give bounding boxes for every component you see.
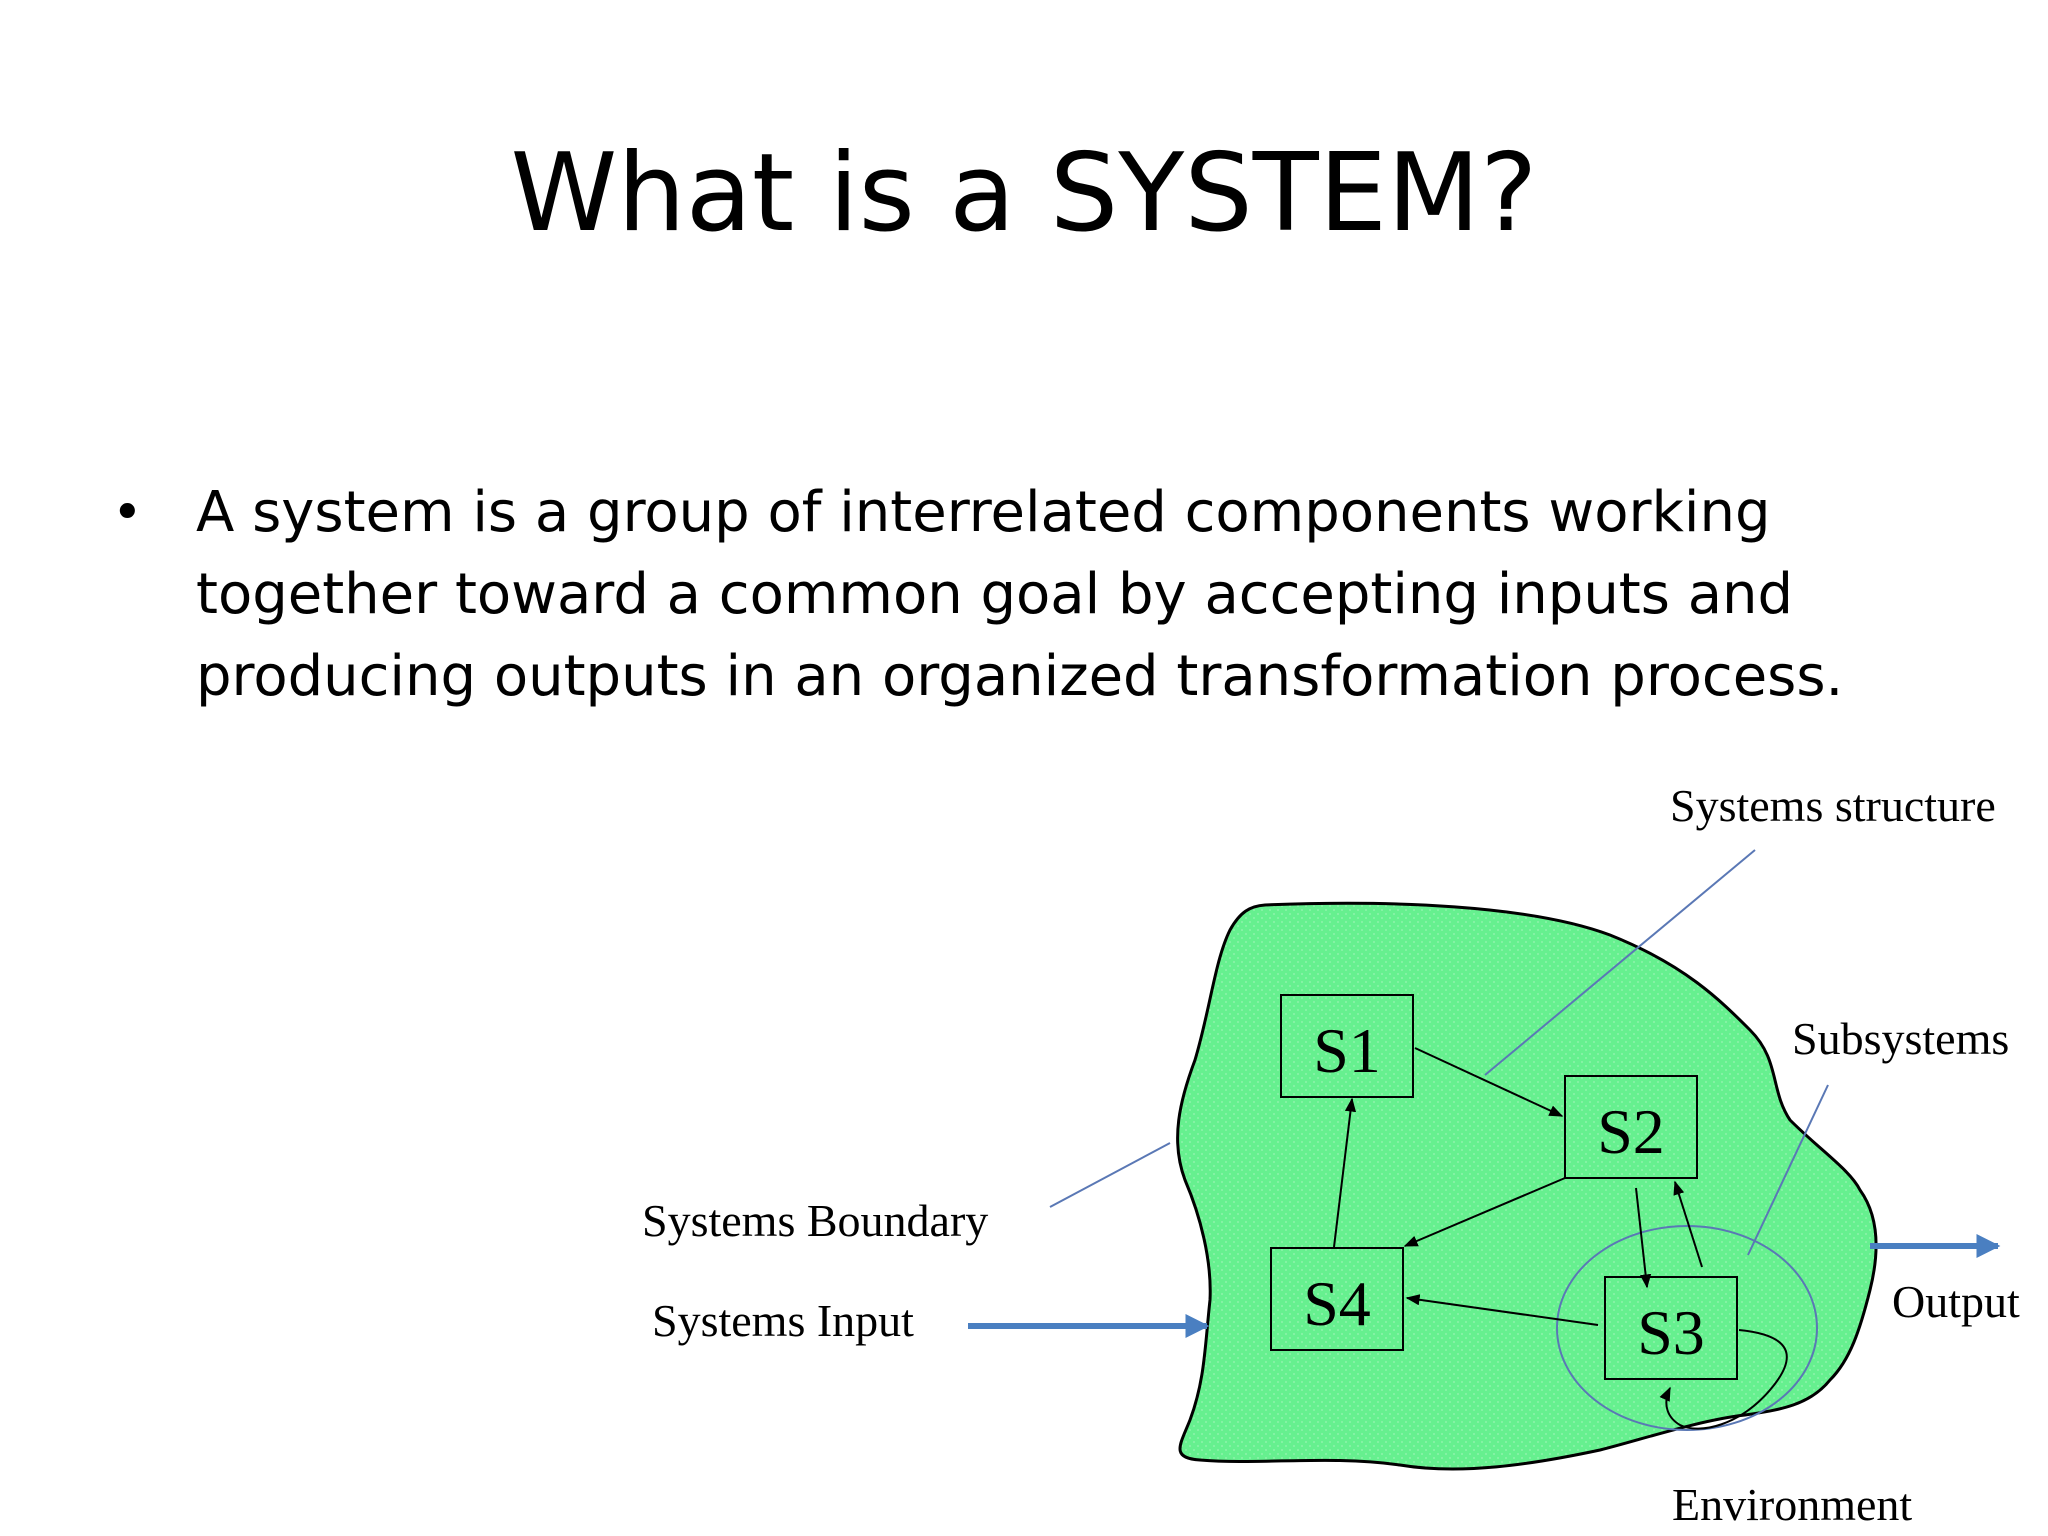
- subsystem-ellipse: [1556, 1225, 1818, 1431]
- system-boundary-shape: [1176, 901, 1878, 1471]
- bullet-line-1: A system is a group of interrelated comp…: [196, 480, 1771, 545]
- subsystems-callout-line: [1747, 1084, 1829, 1256]
- box-s1: S1: [1280, 994, 1414, 1098]
- box-s2: S2: [1564, 1075, 1698, 1179]
- bullet-text: A system is a group of interrelated comp…: [196, 472, 1896, 718]
- structure-callout-line: [1484, 849, 1756, 1076]
- arrow-s4-to-s1: [1333, 1097, 1357, 1248]
- box-s4-label: S4: [1303, 1268, 1371, 1339]
- bullet-line-3: producing outputs in an organized transf…: [196, 644, 1844, 709]
- systems-structure-label: Systems structure: [1670, 780, 1996, 831]
- box-s3: S3: [1604, 1276, 1738, 1380]
- box-s4: S4: [1270, 1247, 1404, 1351]
- systems-boundary-label: Systems Boundary: [642, 1195, 988, 1246]
- systems-input-label: Systems Input: [652, 1295, 914, 1346]
- arrow-s2-to-s3: [1635, 1187, 1652, 1289]
- bullet-item: • A system is a group of interrelated co…: [112, 472, 1912, 718]
- arrow-s1-to-s2: [1414, 1047, 1564, 1117]
- bullet-line-2: together toward a common goal by accepti…: [196, 562, 1794, 627]
- output-label: Output: [1892, 1276, 2020, 1327]
- boundary-callout-line: [1049, 1142, 1171, 1208]
- arrow-s3-feedback-loop: [1659, 1329, 1788, 1430]
- environment-label: Environment: [1672, 1479, 1912, 1530]
- box-s1-label: S1: [1313, 1015, 1381, 1086]
- subsystems-label: Subsystems: [1792, 1013, 2009, 1064]
- box-s3-label: S3: [1637, 1297, 1705, 1368]
- arrow-s3-to-s2: [1673, 1180, 1703, 1268]
- arrow-s2-to-s4: [1403, 1177, 1566, 1247]
- bullet-dot: •: [112, 483, 143, 543]
- box-s2-label: S2: [1597, 1096, 1665, 1167]
- arrow-s3-to-s4: [1405, 1294, 1599, 1326]
- slide-title: What is a SYSTEM?: [510, 131, 1538, 256]
